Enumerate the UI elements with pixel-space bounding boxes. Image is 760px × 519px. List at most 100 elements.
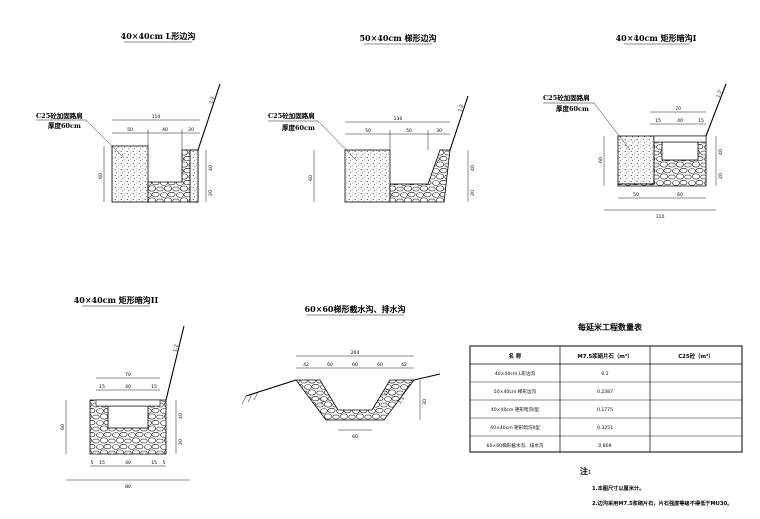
table-cell: 40×40cm L形边沟 [495, 370, 536, 377]
dim-bot-2: 60 [677, 192, 683, 198]
table-cell: 0.869 [598, 443, 611, 449]
dim-a: 50 [365, 128, 371, 134]
note-item-1: 1.本图尺寸以厘米计。 [592, 484, 644, 492]
dim-b: 50 [406, 128, 412, 134]
dim-right-1: 40 [208, 165, 214, 171]
dim-part-3: 60 [352, 362, 358, 368]
dim-bottom: 60 [352, 434, 358, 440]
dim-a: 50 [127, 127, 133, 133]
l-ditch-title: 40×40cm L形边沟 [121, 31, 196, 41]
shoulder-label-2: 厚度60cm [48, 121, 81, 130]
dim-part-5: 42 [401, 362, 407, 368]
table-cell: 40×40cm 矩形暗沟I型 [491, 406, 540, 413]
leader-line [317, 120, 357, 161]
table-cell: 0.2387 [597, 389, 613, 395]
table-header-concrete: C25砼（m³） [678, 352, 714, 360]
slope-line [197, 83, 221, 151]
dim-total: 110 [656, 214, 665, 220]
dim-b: 40 [677, 118, 683, 124]
dim-height: 30 [422, 399, 428, 405]
dim-bot-1: 50 [633, 192, 639, 198]
cover-slab [95, 399, 161, 407]
slope-label: 1:2 [172, 344, 180, 353]
dim-right-1: 40 [470, 165, 476, 171]
rect-ditch-1-title: 40×40cm 矩形暗沟I [616, 33, 697, 43]
shoulder-label-2: 厚度60cm [282, 123, 315, 132]
trapezoid-ditch-drawing: 50×40cm 梯形边沟 1:2 130 50 50 30 60 40 20 C… [268, 33, 476, 203]
dim-c: 20 [188, 127, 194, 133]
dim-height: 60 [60, 424, 66, 430]
rubble-masonry [389, 149, 451, 203]
dim-part-4: 60 [377, 362, 383, 368]
table-cell: 0.2 [601, 371, 608, 377]
dim-height: 60 [598, 157, 604, 163]
ditch-opening [107, 405, 149, 429]
slope-label: 1:2 [715, 90, 723, 99]
dim-height: 60 [308, 175, 314, 181]
dim-bot-5: 5 [163, 460, 166, 466]
dim-bot-4: 15 [151, 460, 157, 466]
drain-ditch-title: 60×60梯形截水沟、排水沟 [305, 304, 406, 314]
dim-top: 70 [125, 372, 131, 378]
dim-part-1: 42 [303, 362, 309, 368]
dim-b: 40 [125, 384, 131, 390]
ditch-wall-cap [189, 149, 199, 203]
rect-ditch-1-drawing: 40×40cm 矩形暗沟I 1:2 70 15 40 15 60 40 20 5… [543, 33, 727, 220]
slope-label-2: 1:1 [383, 388, 392, 398]
dim-total: 130 [394, 116, 403, 122]
dim-right-2: 20 [470, 190, 476, 196]
table-cell: 40×40cm 矩形暗沟II型 [490, 424, 540, 431]
table-header-masonry: M7.5浆砌片石（m³） [577, 352, 632, 360]
ground-line-right [413, 373, 441, 381]
l-ditch-drawing: 40×40cm L形边沟 1:2 110 50 40 20 60 40 20 C… [36, 31, 221, 203]
slope-label-1: 1:1 [316, 396, 325, 406]
dim-total: 110 [152, 114, 161, 120]
shoulder-label-1: C25砼加固路肩 [268, 111, 315, 120]
dim-height: 60 [98, 173, 104, 179]
dim-part-2: 60 [327, 362, 333, 368]
dim-a: 15 [655, 118, 661, 124]
dim-total: 264 [351, 350, 360, 356]
dim-c: 30 [436, 128, 442, 134]
table-cell: 0.3251 [597, 425, 613, 431]
table-header-name: 名 称 [509, 352, 522, 360]
concrete-shoulder [344, 149, 391, 203]
ground-hatch [241, 391, 259, 405]
table-title: 每延米工程数量表 [578, 322, 643, 332]
shoulder-label-1: C25砼加固路肩 [543, 93, 590, 102]
rubble-lining [295, 379, 415, 421]
ditch-opening [661, 141, 699, 161]
dim-bot-1: 5 [91, 460, 94, 466]
leader-line [593, 102, 631, 151]
dim-right-2: 20 [208, 190, 214, 196]
table-border [469, 345, 743, 453]
dim-right-2: 20 [718, 173, 724, 179]
concrete-shoulder [111, 145, 149, 203]
dim-bot-3: 40 [125, 460, 131, 466]
rect-ditch-2-title: 40×40cm 矩形暗沟II [74, 295, 159, 305]
rect-ditch-2-drawing: 40×40cm 矩形暗沟II 1:2 70 15 40 15 60 40 20 … [60, 295, 190, 490]
dim-right-2: 20 [178, 439, 184, 445]
slope-label-3: 1:1 [397, 396, 406, 406]
leader-line [85, 119, 125, 159]
table-cell: 50×40cm 梯形边沟 [494, 388, 537, 395]
table-cell: 0.1775 [597, 407, 613, 413]
slope-line [705, 83, 727, 137]
slope-line [165, 325, 185, 401]
table-cell: 60×60梯形截水沟、排水沟 [487, 442, 544, 449]
drain-ditch-drawing: 60×60梯形截水沟、排水沟 264 42 60 60 60 42 1:1 1:… [241, 304, 441, 440]
dim-total: 80 [125, 484, 131, 490]
slope-label: 1:2 [208, 96, 216, 105]
notes-heading: 注: [580, 466, 591, 476]
note-item-2: 2.边沟采用M7.5浆砌片石，片石强度等级不得低于MU30。 [592, 499, 732, 507]
dim-top: 70 [675, 106, 681, 112]
quantity-table: 每延米工程数量表 名 称 M7.5浆砌片石（m³） C25砼（m³） 40×40… [469, 322, 743, 453]
dim-bot-2: 15 [99, 460, 105, 466]
ground-line-left [245, 379, 297, 397]
concrete-shoulder [617, 135, 655, 185]
dim-b: 40 [162, 127, 168, 133]
shoulder-label-1: C25砼加固路肩 [36, 111, 83, 120]
dim-c: 15 [698, 118, 704, 124]
dim-right-1: 40 [718, 149, 724, 155]
